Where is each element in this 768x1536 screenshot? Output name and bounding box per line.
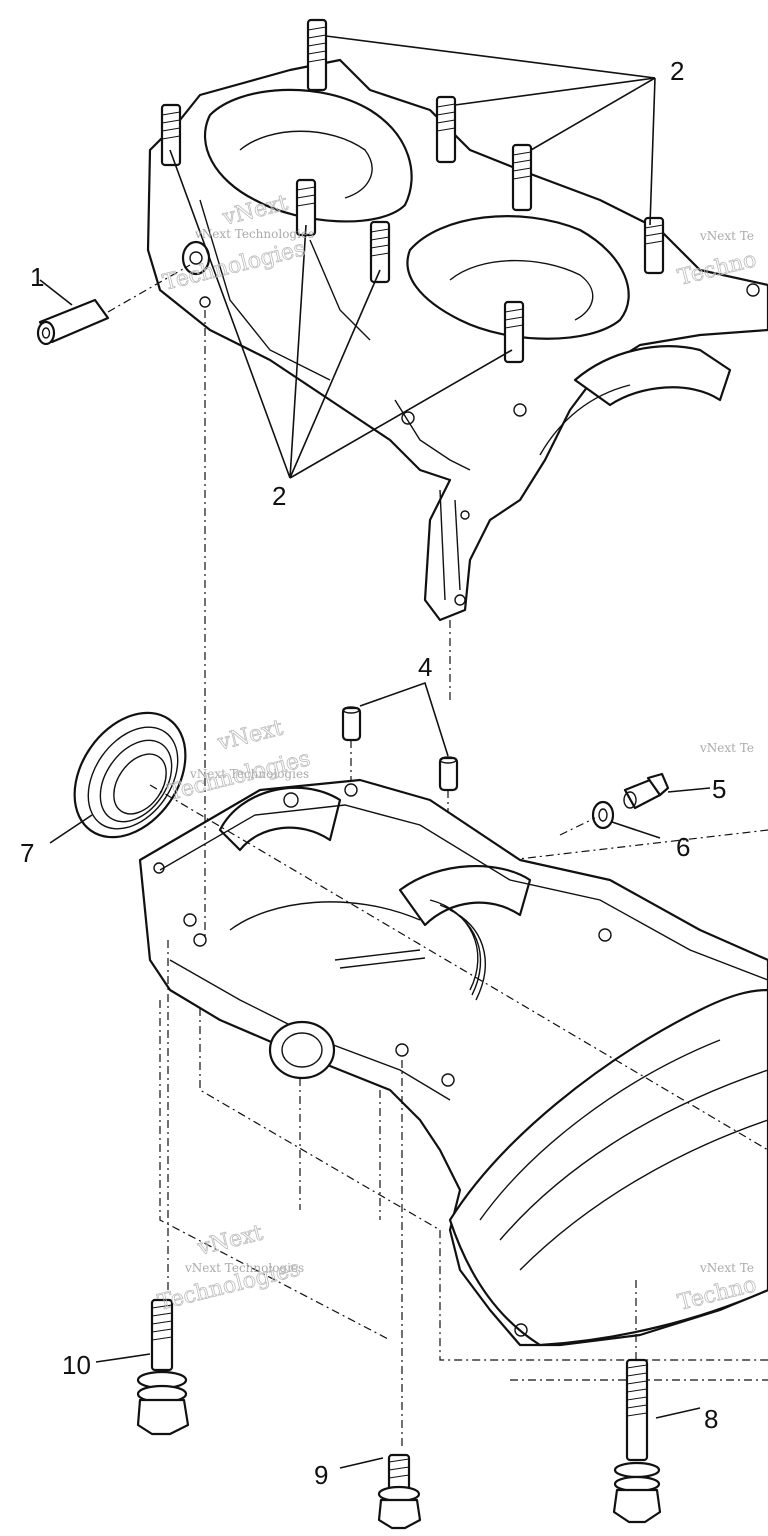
crank-axis-line — [149, 784, 768, 1151]
watermark-text: vNext Te — [699, 229, 754, 243]
stud-set — [160, 18, 665, 364]
lower-crankcase — [138, 778, 768, 1381]
callout-6: 6 — [676, 832, 690, 862]
sealing-washer-part-6 — [591, 800, 615, 830]
leader-lines — [39, 35, 711, 1469]
drain-plug-part-5 — [623, 772, 670, 810]
watermark-outline: vNext — [214, 716, 285, 756]
callout-1: 1 — [30, 262, 44, 292]
bolt-part-9 — [377, 1453, 422, 1530]
callout-2-bottom: 2 — [272, 481, 286, 511]
bolt-part-8 — [612, 1358, 662, 1524]
watermark-text: vNext Te — [699, 1261, 754, 1275]
callout-5: 5 — [712, 774, 726, 804]
callout-8: 8 — [704, 1404, 718, 1434]
watermark-text: vNext Technologies — [189, 767, 309, 781]
watermark-text: vNext Technologies — [194, 227, 314, 241]
callout-7: 7 — [20, 838, 34, 868]
watermark-outline: vNext — [194, 1221, 265, 1261]
watermark-text: vNext Te — [699, 741, 754, 755]
watermark-text: vNext Technologies — [184, 1261, 304, 1275]
bolt-part-10 — [136, 1298, 190, 1436]
callout-9: 9 — [314, 1460, 328, 1490]
callout-2-top: 2 — [670, 56, 684, 86]
callout-10: 10 — [62, 1350, 91, 1380]
callouts: 1 2 2 4 5 6 7 8 9 10 — [20, 56, 726, 1490]
upper-crankcase — [146, 18, 768, 622]
plug-part-1 — [36, 264, 191, 346]
callout-4: 4 — [418, 652, 432, 682]
oil-seal-part-7 — [73, 711, 187, 839]
